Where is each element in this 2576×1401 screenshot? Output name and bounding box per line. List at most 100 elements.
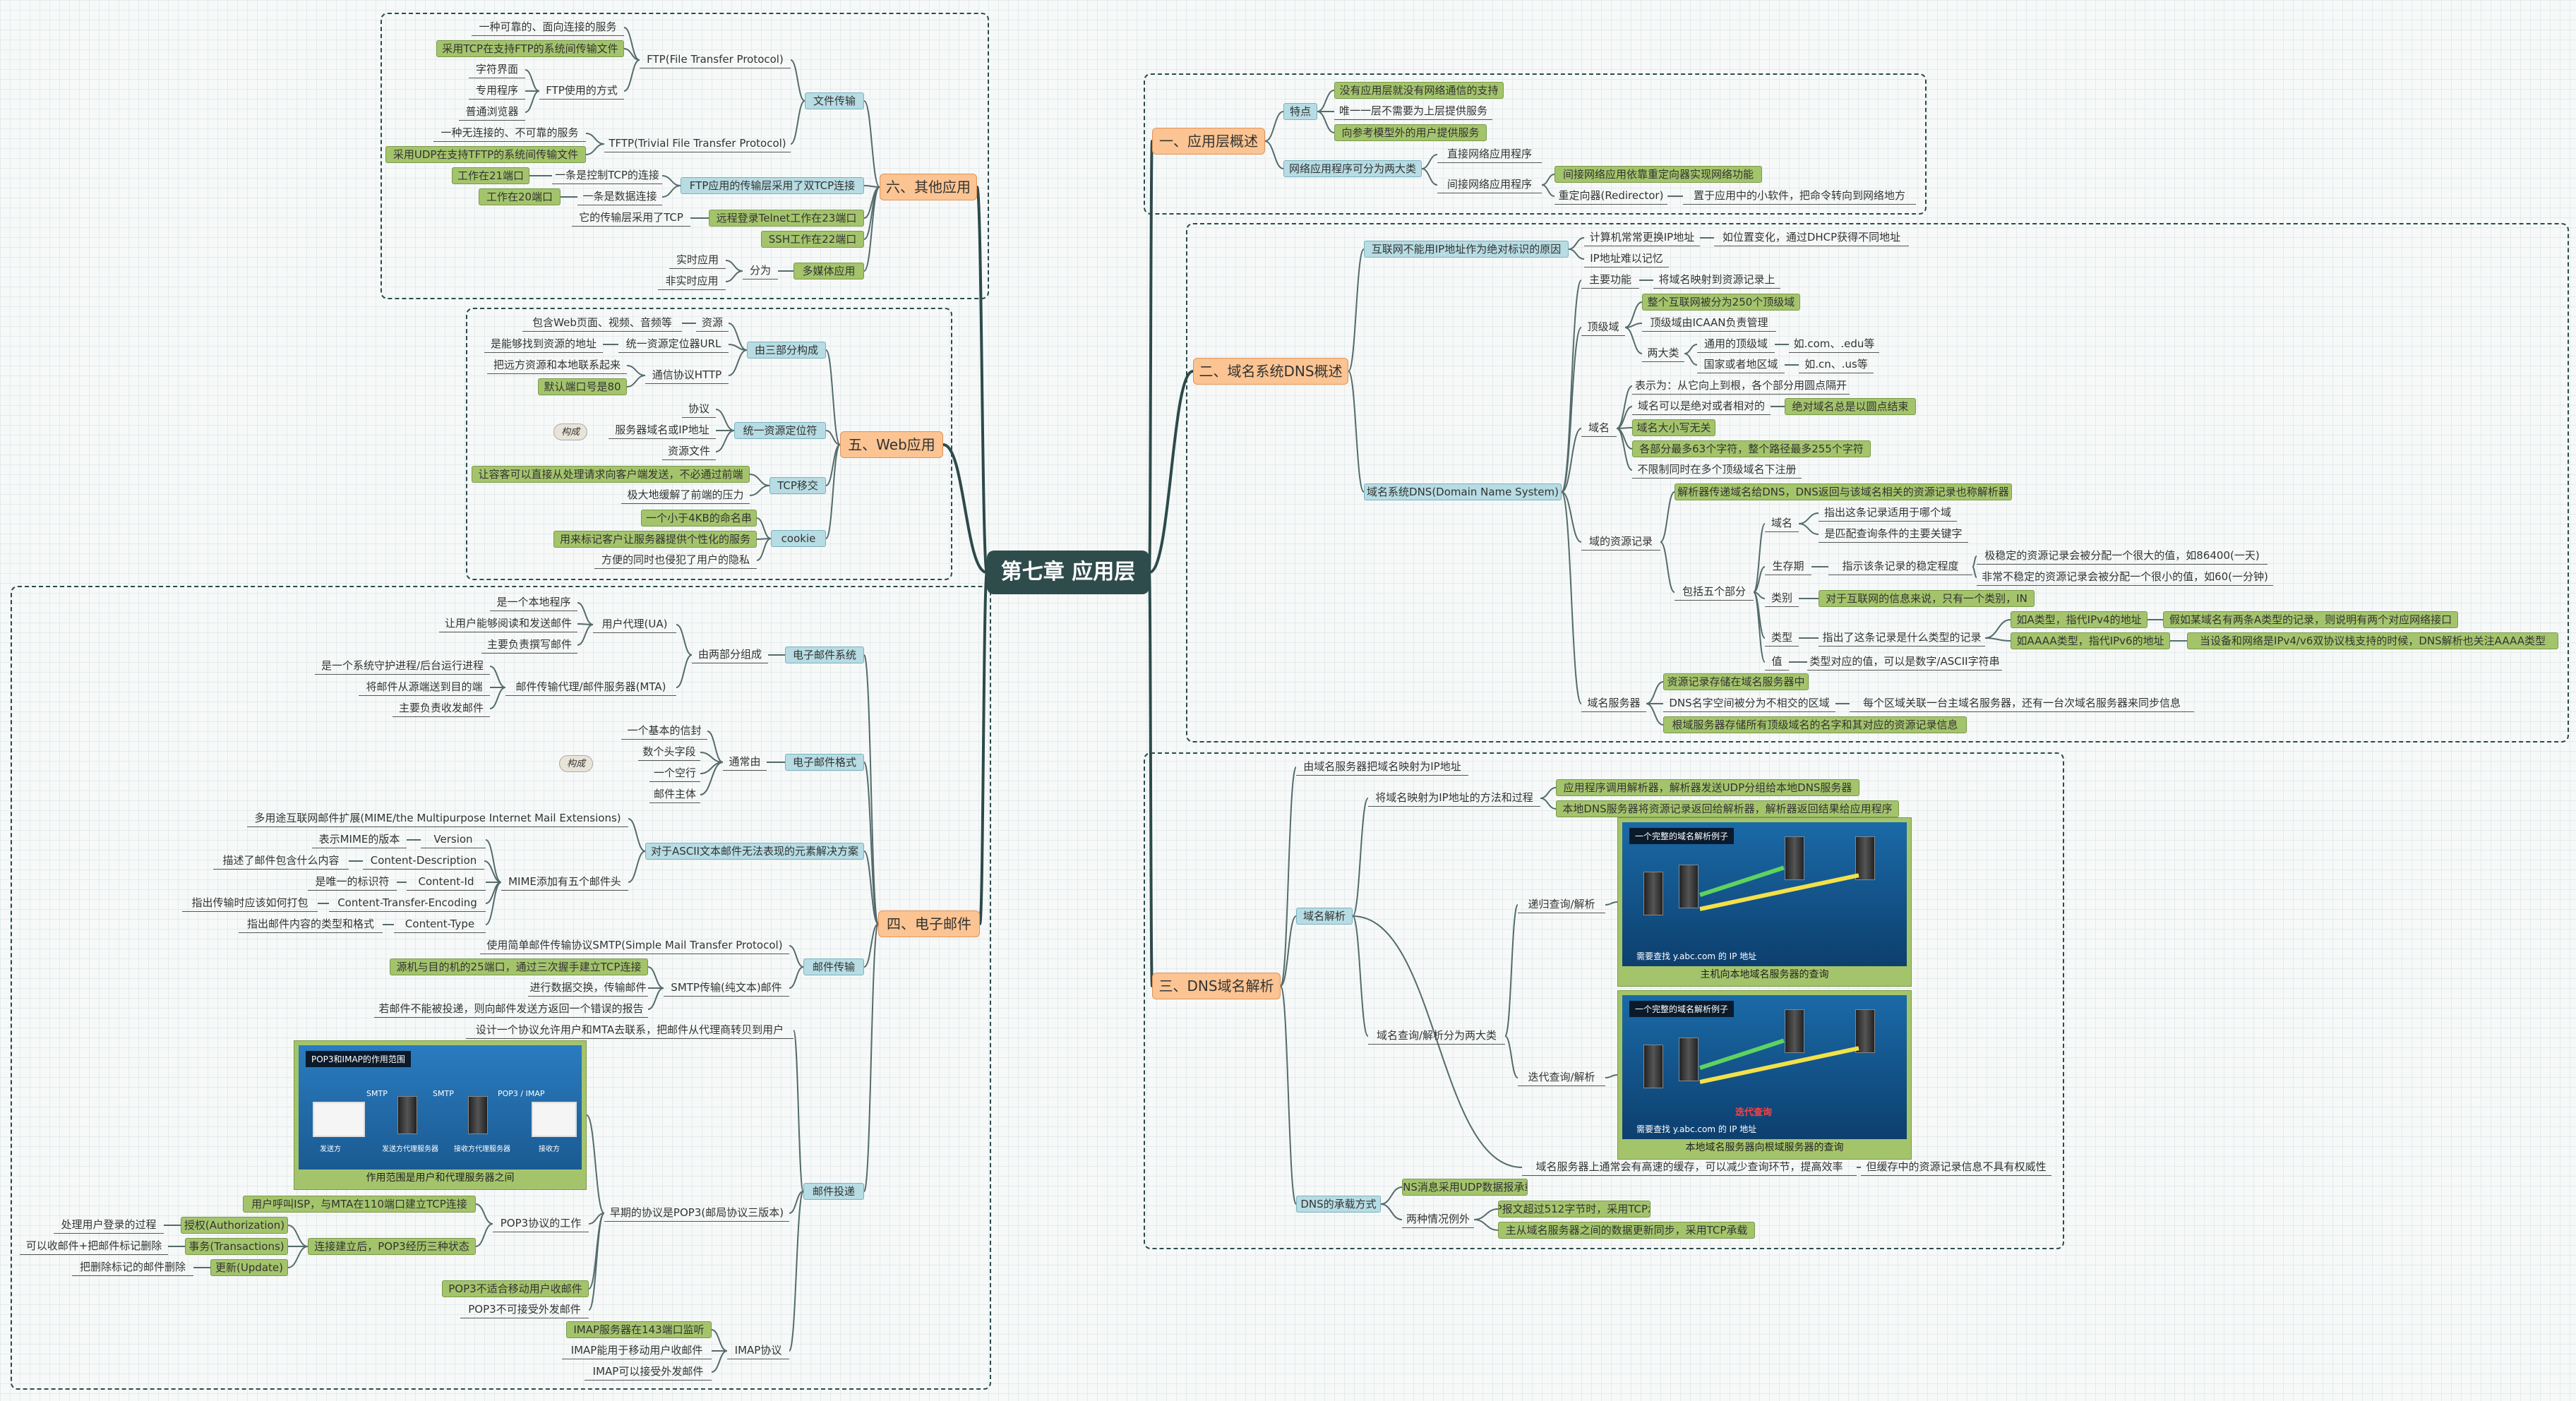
topic-non-realtime[interactable]: 非实时应用 [658, 273, 726, 290]
topic-ftp-control[interactable]: 一条是控制TCP的连接 [552, 167, 662, 184]
topic-smtp-error[interactable]: 若邮件不能被投递，则向邮件发送方返回一个错误的报告 [374, 1001, 648, 1018]
topic-divided-into[interactable]: 分为 [743, 263, 778, 279]
topic-query-types[interactable]: 域名查询/解析分为两大类 [1368, 1028, 1505, 1045]
topic-rr-value[interactable]: 值 [1765, 654, 1789, 671]
topic-app-categories[interactable]: 网络应用程序可分为两大类 [1283, 160, 1422, 177]
topic-main-function[interactable]: 主要功能 [1581, 272, 1639, 289]
topic-rr-domain-key[interactable]: 是匹配查询条件的主要关键字 [1819, 526, 1968, 543]
topic-ip-changes-dhcp[interactable]: 如位置变化，通过DHCP获得不同地址 [1714, 229, 1909, 246]
topic-resource[interactable]: 资源 [696, 315, 729, 332]
topic-usually[interactable]: 通常由 [723, 754, 767, 771]
topic-rr-ttl-unstable[interactable]: 非常不稳定的资源记录会被分配一个很小的值，如60(一分钟) [1977, 569, 2273, 586]
topic-mime-version-desc[interactable]: 表示MIME的版本 [312, 831, 407, 848]
topic-smtp-plaintext[interactable]: SMTP传输(纯文本)邮件 [664, 980, 789, 997]
topic-headers[interactable]: 数个头字段 [638, 744, 700, 761]
topic-country-tld-eg[interactable]: 如.cn、.us等 [1799, 356, 1874, 373]
topic-rr-class-in[interactable]: 对于互联网的信息来说，只有一个类别，IN [1819, 590, 2035, 607]
topic-tld-250[interactable]: 整个互联网被分为250个顶级域 [1642, 294, 1800, 311]
topic-pop3-auth-desc[interactable]: 处理用户登录的过程 [54, 1217, 164, 1234]
topic-ip-changes[interactable]: 计算机常常更换IP地址 [1584, 229, 1700, 246]
topic-smtp-exchange[interactable]: 进行数据交换，传输邮件 [528, 980, 648, 997]
topic-ns-maps[interactable]: 由域名服务器把域名映射为IP地址 [1296, 759, 1468, 776]
topic-telnet[interactable]: 远程登录Telnet工作在23端口 [709, 210, 864, 227]
topic-smtp-use[interactable]: 使用简单邮件传输协议SMTP(Simple Mail Transfer Prot… [480, 937, 789, 954]
topic-resolver[interactable]: 解析器传递域名给DNS，DNS返回与该域名相关的资源记录也称解析器 [1675, 483, 2012, 500]
topic-pop3-not-mobile[interactable]: POP3不适合移动用户收邮件 [442, 1280, 589, 1297]
topic-rr-type-aaaa-dual[interactable]: 当设备和网络是IPv4/v6双协议栈支持的时候，DNS解析也关注AAAA类型 [2187, 632, 2558, 649]
topic-cookie-size[interactable]: 一个小于4KB的命名串 [641, 510, 757, 527]
topic-resource-records[interactable]: 域的资源记录 [1581, 534, 1660, 551]
topic-rr-ttl[interactable]: 生存期 [1765, 558, 1811, 575]
topic-rr-type-a-multi[interactable]: 假如某域名有两条A类型的记录，则说明有两个对应网络接口 [2163, 611, 2458, 628]
topic-indirect-apps[interactable]: 间接网络应用程序 [1437, 176, 1542, 193]
topic-mime-content-id-text[interactable]: 是唯一的标识符 [308, 874, 397, 891]
topic-pop3-states[interactable]: 连接建立后，POP3经历三种状态 [308, 1238, 476, 1255]
topic-domain-name[interactable]: 域名 [1581, 420, 1617, 437]
branch-dns-resolution[interactable]: 三、DNS域名解析 [1152, 973, 1281, 999]
topic-tld-icann[interactable]: 顶级域由ICAAN负责管理 [1642, 315, 1776, 332]
topic-rr-type-a[interactable]: 如A类型，指代IPv4的地址 [2011, 611, 2147, 628]
topic-url[interactable]: 统一资源定位器URL [618, 336, 729, 353]
topic-rr-ttl-stable[interactable]: 极稳定的资源记录会被分配一个很大的值，如86400(一天) [1977, 548, 2268, 565]
topic-feature-2[interactable]: 唯一一层不需要为上层提供服务 [1334, 103, 1492, 120]
topic-body[interactable]: 邮件主体 [649, 786, 700, 803]
topic-mta-deliver[interactable]: 将邮件从源端送到目的端 [359, 679, 490, 696]
branch-other-apps[interactable]: 六、其他应用 [880, 174, 977, 200]
topic-pop3-transactions-desc[interactable]: 可以收邮件+把邮件标记删除 [20, 1238, 168, 1255]
topic-url-desc[interactable]: 是能够找到资源的地址 [484, 336, 603, 353]
topic-resolution[interactable]: 域名解析 [1296, 908, 1353, 925]
topic-imap-outbound[interactable]: IMAP可以接受外发邮件 [585, 1364, 712, 1381]
topic-mail-transfer[interactable]: 邮件传输 [803, 958, 864, 975]
topic-ssh[interactable]: SSH工作在22端口 [761, 231, 864, 248]
topic-mime-full[interactable]: 多用途互联网邮件扩展(MIME/the Multipurpose Interne… [247, 810, 628, 827]
topic-realtime[interactable]: 实时应用 [669, 252, 726, 269]
topic-tftp-unreliable[interactable]: 一种无连接的、不可靠的服务 [433, 125, 586, 142]
topic-dns-system[interactable]: 域名系统DNS(Domain Name System) [1364, 483, 1562, 500]
topic-rr-ttl-stability[interactable]: 指示该条记录的稳定程度 [1828, 558, 1972, 575]
topic-url-file[interactable]: 资源文件 [662, 443, 716, 460]
topic-tld-two-types[interactable]: 两大类 [1642, 345, 1684, 362]
topic-rr-type-aaaa[interactable]: 如AAAA类型，指代IPv6的地址 [2011, 632, 2170, 649]
topic-rr-type[interactable]: 类型 [1765, 630, 1799, 647]
topic-dns-udp[interactable]: DNS消息采用UDP数据报承载 [1402, 1179, 1528, 1196]
topic-absolute-domain[interactable]: 绝对域名总是以圆点结束 [1785, 398, 1916, 415]
topic-pop3-auth[interactable]: 授权(Authorization) [181, 1217, 288, 1234]
topic-rr-domain-applies[interactable]: 指出这条记录适用于哪个域 [1819, 505, 1957, 522]
topic-email-system[interactable]: 电子邮件系统 [785, 647, 864, 663]
topic-country-tld[interactable]: 国家或者地区域 [1697, 356, 1785, 373]
topic-imap-mobile[interactable]: IMAP能用于移动用户收邮件 [562, 1342, 712, 1359]
topic-tftp-udp[interactable]: 采用UDP在支持TFTP的系统间传输文件 [385, 146, 586, 163]
topic-tftp[interactable]: TFTP(Trivial File Transfer Protocol) [604, 136, 791, 152]
topic-telnet-tcp[interactable]: 它的传输层采用了TCP [572, 210, 690, 227]
topic-cookie[interactable]: cookie [771, 530, 826, 547]
topic-udp-512[interactable]: UDP报文超过512字节时，采用TCP承载 [1498, 1201, 1651, 1217]
topic-direct-apps[interactable]: 直接网络应用程序 [1437, 146, 1542, 163]
topic-pop3-update-desc[interactable]: 把删除标记的邮件删除 [72, 1259, 193, 1276]
topic-pop3-work[interactable]: POP3协议的工作 [493, 1215, 589, 1232]
topic-cookie-personalize[interactable]: 用来标记客户让服务器提供个性化的服务 [553, 531, 757, 548]
topic-rr-class[interactable]: 类别 [1765, 590, 1799, 607]
topic-envelope[interactable]: 一个基本的信封 [621, 723, 707, 740]
topic-name-server[interactable]: 域名服务器 [1581, 695, 1646, 712]
topic-tld[interactable]: 顶级域 [1581, 319, 1625, 336]
topic-mime-version[interactable]: Version [421, 831, 486, 848]
topic-resolution-process[interactable]: 将域名映射为IP地址的方法和过程 [1368, 790, 1540, 807]
topic-ftp-usage[interactable]: FTP使用的方式 [539, 83, 624, 100]
topic-ip-hard-remember[interactable]: IP地址难以记忆 [1584, 251, 1669, 267]
topic-three-parts[interactable]: 由三部分构成 [747, 342, 826, 359]
topic-case-insensitive[interactable]: 域名大小写无关 [1632, 419, 1715, 436]
topic-pop3-update[interactable]: 更新(Update) [210, 1259, 288, 1276]
topic-why-not-ip[interactable]: 互联网不能用IP地址作为绝对标识的原因 [1364, 241, 1569, 258]
topic-ftp-char[interactable]: 字符界面 [469, 61, 525, 78]
topic-generic-tld[interactable]: 通用的顶级域 [1697, 336, 1775, 353]
topic-ftp-data[interactable]: 一条是数据连接 [577, 188, 662, 205]
topic-mime-content-desc-text[interactable]: 描述了邮件包含什么内容 [213, 853, 349, 870]
topic-feature-1[interactable]: 没有应用层就没有网络通信的支持 [1334, 82, 1504, 99]
topic-redirector[interactable]: 重定向器(Redirector) [1554, 188, 1667, 205]
topic-url-locator[interactable]: 统一资源定位符 [734, 422, 826, 439]
topic-generic-tld-eg[interactable]: 如.com、.edu等 [1789, 336, 1879, 353]
topic-rr-value-desc[interactable]: 类型对应的值，可以是数字/ASCII字符串 [1807, 654, 2002, 671]
topic-email-format[interactable]: 电子邮件格式 [785, 754, 864, 771]
topic-tcp-handoff-relief[interactable]: 极大地缓解了前端的压力 [621, 487, 750, 504]
branch-email[interactable]: 四、电子邮件 [878, 910, 980, 937]
